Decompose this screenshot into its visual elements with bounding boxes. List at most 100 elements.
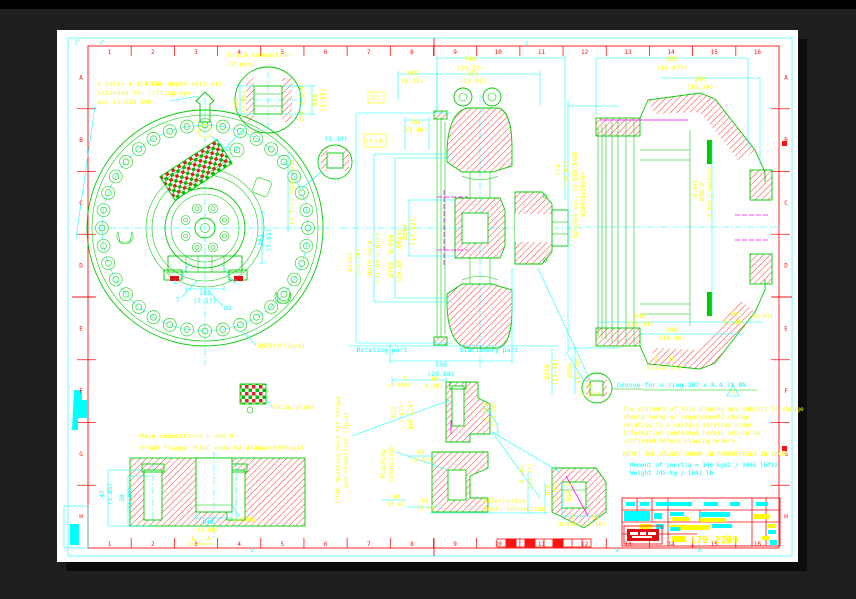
weight-note: Weight 745 kg / 1642 lb xyxy=(630,470,713,477)
bolt-hole xyxy=(162,318,177,332)
pad-marker xyxy=(170,276,179,281)
grid-ref-column: 6 xyxy=(324,49,328,56)
dim-label: (1.89) xyxy=(197,527,219,534)
bolt-hole xyxy=(198,324,212,338)
bolt-hole xyxy=(219,123,227,130)
bolt-hole xyxy=(96,239,111,253)
grid-ref-column: 1 xyxy=(108,541,112,548)
dim-label: (2.36) xyxy=(723,319,745,326)
grid-ref-column: 5 xyxy=(281,541,285,548)
dim-label: 530 xyxy=(435,361,447,369)
dim-label: (1.38) xyxy=(584,521,606,528)
section-aa-view xyxy=(129,452,306,545)
dim-label: D 1 xyxy=(226,145,238,153)
dim-label: (31.89 ±.031) xyxy=(374,233,382,284)
bolt-hole xyxy=(104,259,112,267)
grid-ref-column: 9 xyxy=(453,49,457,56)
grid-ref-column: 15 xyxy=(711,541,719,548)
dim-label: Ø12 xyxy=(391,406,398,417)
dim-label: 38 xyxy=(119,494,126,502)
scale-label: Scale 1:2 xyxy=(646,364,681,372)
bolt-hole xyxy=(219,215,230,225)
grid-ref-row: H xyxy=(79,514,83,521)
torque-arm-detail xyxy=(431,381,491,513)
bolt-hole xyxy=(146,310,161,324)
dim-label: +0.046 xyxy=(693,180,699,200)
dim-label: 500 xyxy=(666,55,678,63)
highlight-bolt-circle xyxy=(198,124,212,138)
dim-label: 1 xyxy=(570,514,574,521)
dim-label: (19.677) xyxy=(656,64,687,72)
dim-label: (29.88 -.0024) xyxy=(395,229,403,284)
drawing-number: 179 2709 xyxy=(690,535,738,546)
grid-ref-row: B xyxy=(784,137,788,144)
dim-label: (10.24) xyxy=(686,83,713,91)
dim-label: 3/4"UNC xyxy=(231,517,257,524)
bolt-hole xyxy=(101,185,115,200)
revision-triangle-icon xyxy=(721,534,731,544)
grid-ref-column: 13 xyxy=(624,541,632,548)
dim-label: 10 xyxy=(430,376,438,383)
bolt-hole xyxy=(298,189,306,197)
top-black-strip xyxy=(0,0,856,9)
grid-ref-column: 2 xyxy=(151,541,155,548)
dim-label: (.47) xyxy=(399,405,406,423)
dim-label: Ø98 0 xyxy=(699,183,706,201)
disclaimer: Information contained herein should be xyxy=(623,430,761,437)
grid-ref-row: A xyxy=(79,74,83,81)
rating-plate-detail xyxy=(239,383,272,414)
grid-ref-column: 2 xyxy=(151,49,155,56)
bolt-hole xyxy=(112,276,120,283)
dim-label: Ø286 xyxy=(566,362,574,378)
main-connections-note: 2"SAE flange J518C code 62 414bar(6000ps… xyxy=(140,444,304,452)
grid-ref-column: 5 xyxy=(281,49,285,56)
dim-label: (0.039) xyxy=(556,522,579,528)
dim-label: (14.33) xyxy=(409,218,417,245)
disclaimer: relative to a certain services order. xyxy=(623,422,757,429)
dim-label: (13.07) xyxy=(459,77,486,85)
dim-label: (12.20) xyxy=(491,401,498,426)
bolt-hole xyxy=(236,127,244,135)
bolt-hole xyxy=(101,256,115,271)
bolt-hole xyxy=(132,300,146,314)
bolt-hole xyxy=(162,124,177,138)
bolt-hole xyxy=(180,231,191,241)
dim-label: (0.69) xyxy=(753,314,773,320)
grid-ref-column: 16 xyxy=(754,541,762,548)
bolt-hole xyxy=(135,303,143,311)
bolt-hole xyxy=(287,272,301,287)
dim-label: to fill hydr. oil xyxy=(288,159,296,226)
bolt-hole xyxy=(267,303,275,311)
bolt-hole xyxy=(98,224,106,232)
grid-ref-column: 14 xyxy=(667,49,675,56)
bolt-hole xyxy=(216,322,230,337)
bolt-hole xyxy=(295,185,309,200)
bolt-hole xyxy=(192,203,202,214)
bolt-hole xyxy=(253,313,260,321)
grid-ref-column: 4 xyxy=(237,49,241,56)
dim-label: Ø759 -0.060 xyxy=(387,234,395,277)
dim-label: (0.039) xyxy=(387,383,410,389)
dim-label: (1.97) xyxy=(553,481,560,503)
note-inches: NOTE! THE VALUES SHOWN IN PARENTHESES IN… xyxy=(623,451,786,458)
grid-ref-column: 7 xyxy=(367,49,371,56)
dim-label: 61 xyxy=(421,498,429,505)
drain-connection-detail xyxy=(234,66,302,134)
grid-ref-column: 10 xyxy=(495,541,503,548)
stationary-part-label: Stationary part xyxy=(460,346,519,354)
oring-groove-detail xyxy=(537,267,757,404)
bolt-hole xyxy=(301,221,315,235)
bolt-hole xyxy=(95,221,109,235)
dim-label: (20.88) xyxy=(427,370,454,378)
oring-note: Groove for o-ring 307 x 8.4 79 BN xyxy=(617,381,746,389)
main-connections-note: Main connections L and R xyxy=(140,432,234,440)
dim-label: 63 xyxy=(417,449,425,456)
disclaimer: The contents of this drawing are subject… xyxy=(623,406,804,413)
dim-label: (2.4) xyxy=(416,505,434,512)
bolt-hole xyxy=(253,135,260,143)
dim-label: 88 xyxy=(412,118,420,126)
dim-label: R xyxy=(233,278,237,286)
dim-label: 542 xyxy=(634,312,646,320)
dim-label: L xyxy=(174,278,178,286)
dim-label: Rating plate xyxy=(271,404,315,411)
